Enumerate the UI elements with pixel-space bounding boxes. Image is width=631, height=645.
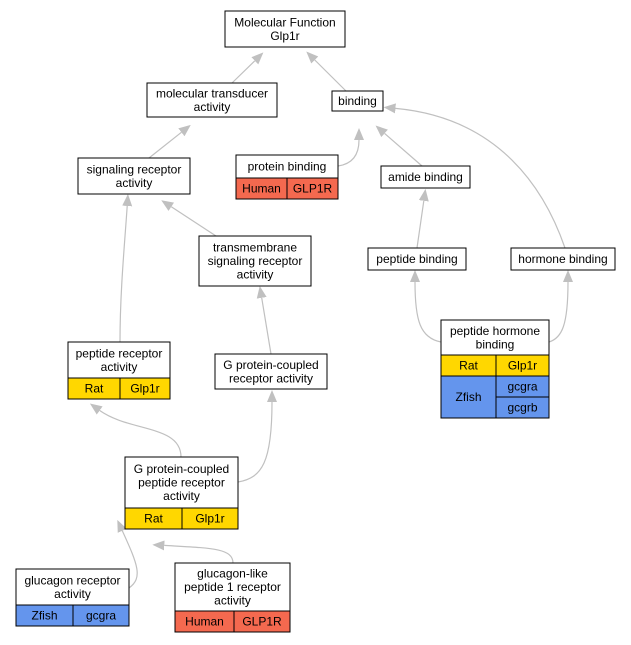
node-label: activity — [214, 594, 251, 608]
node-binding: binding — [331, 90, 384, 112]
node-label: glucagon-like — [197, 567, 268, 581]
node-box — [380, 165, 471, 189]
node-label: binding — [338, 94, 377, 108]
node-label: Molecular Function — [234, 15, 335, 29]
node-label: peptide receptor — [76, 346, 163, 360]
edge-peptide-binding-to-amide — [416, 188, 429, 249]
edge-signaling-to-transducer — [148, 124, 191, 159]
gene-cell — [119, 377, 171, 400]
node-label: peptide hormone — [450, 324, 540, 338]
gene-cell — [286, 177, 339, 200]
node-box — [174, 562, 291, 612]
gene-label: gcgra — [86, 609, 116, 623]
gene-label: gcgra — [507, 380, 537, 394]
edge-glucagon-to-gpcr-peptide — [117, 519, 138, 589]
node-box — [440, 319, 550, 356]
species-label: Human — [185, 615, 224, 629]
node-label: glucagon receptor — [24, 573, 120, 587]
node-box — [77, 157, 191, 195]
species-label: Zfish — [455, 390, 481, 404]
edge-peptide-hormone-to-hormone-binding — [548, 270, 573, 343]
gene-cell — [72, 604, 130, 627]
node-label: activity — [194, 100, 231, 114]
gene-label: gcgrb — [507, 401, 537, 415]
node-label: activity — [54, 587, 91, 601]
node-label: peptide 1 receptor — [184, 580, 281, 594]
node-box — [367, 247, 467, 271]
gene-cell — [495, 396, 550, 419]
node-box — [67, 341, 171, 379]
node-label: activity — [101, 360, 138, 374]
node-label: molecular transducer — [156, 86, 268, 100]
node-label: activity — [116, 176, 153, 190]
edge-glp1-to-gpcr-peptide — [152, 540, 234, 564]
node-amide: amide binding — [380, 165, 471, 189]
gene-label: GLP1R — [242, 615, 282, 629]
species-label: Rat — [85, 382, 104, 396]
edge-gpcr-peptide-to-gpcr — [237, 390, 277, 483]
node-label: hormone binding — [518, 252, 607, 266]
edge-transducer-to-root — [231, 52, 264, 84]
edge-transmembrane-to-signaling — [161, 200, 217, 237]
edge-peptide-receptor-to-signaling — [119, 194, 133, 343]
edge-hormone-binding-to-binding — [383, 103, 566, 249]
species-label: Rat — [459, 359, 478, 373]
node-hormone-binding: hormone binding — [510, 247, 616, 271]
node-box — [510, 247, 616, 271]
edge-protein-binding-to-binding — [337, 128, 364, 167]
species-label: Zfish — [31, 609, 57, 623]
node-label: transmembrane — [213, 241, 297, 255]
species-label: Human — [242, 182, 281, 196]
edge-peptide-hormone-to-peptide-binding — [410, 270, 442, 343]
node-label: signaling receptor — [87, 162, 182, 176]
edge-amide-to-binding — [375, 125, 423, 167]
edge-binding-to-root — [306, 51, 347, 92]
edges — [89, 51, 573, 589]
node-label: G protein-coupled — [223, 358, 318, 372]
node-box — [224, 10, 346, 48]
gene-label: GLP1R — [293, 182, 333, 196]
edge-gpcr-peptide-to-peptide-receptor — [89, 403, 182, 458]
node-box — [146, 82, 278, 118]
node-box — [124, 456, 239, 509]
gene-label: Glp1r — [195, 512, 224, 526]
node-label: protein binding — [248, 160, 327, 174]
edge-gpcr-to-transmembrane — [256, 285, 272, 355]
node-label: peptide receptor — [138, 476, 225, 490]
node-label: activity — [163, 489, 200, 503]
node-label: peptide binding — [376, 252, 457, 266]
node-label: activity — [237, 268, 274, 282]
gene-cell — [181, 507, 239, 530]
species-label: Rat — [144, 512, 163, 526]
gene-cell — [233, 610, 291, 633]
gene-label: Glp1r — [508, 359, 537, 373]
node-label: amide binding — [388, 170, 463, 184]
gene-label: Glp1r — [130, 382, 159, 396]
node-box — [198, 235, 312, 287]
node-box — [331, 90, 384, 112]
node-label: receptor activity — [229, 371, 313, 385]
node-label: binding — [476, 337, 515, 351]
node-box — [15, 568, 130, 606]
node-label: signaling receptor — [208, 254, 303, 268]
node-label: G protein-coupled — [134, 462, 229, 476]
node-box — [214, 353, 328, 390]
node-peptide-binding: peptide binding — [367, 247, 467, 271]
node-label: Glp1r — [270, 29, 299, 43]
